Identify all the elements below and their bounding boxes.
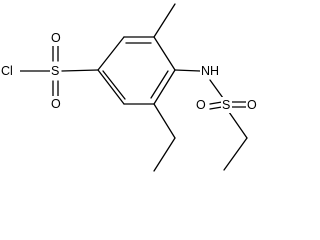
- ring-double-bond-inner-left: [102, 70, 126, 100]
- oxygen-atom-label-top: O: [51, 31, 61, 45]
- ring-bond-4: [153, 69, 176, 105]
- chemical-structure-diagram: Cl S O O NH S O O: [0, 3, 258, 172]
- benzene-ring: [97, 36, 176, 105]
- methyl-bond: [153, 3, 176, 38]
- sulfur-oxygen-left-bond-b: [209, 106, 223, 110]
- oxygen-atom-label-left: O: [196, 98, 206, 112]
- oxygen-atom-label-right: O: [247, 98, 257, 112]
- oxygen-atom-label-bottom: O: [51, 97, 61, 111]
- ethyl-bond-1: [153, 103, 176, 139]
- sulfur-ethyl-bond: [228, 111, 248, 139]
- ring-to-sulfur-bond: [61, 69, 99, 72]
- ring-bond-3: [153, 36, 176, 71]
- nitrogen-sulfur-bond: [209, 79, 224, 99]
- ethanesulfonamide-group: NH S O O: [174, 63, 258, 171]
- sulfonyl-chloride-group: Cl S O O: [0, 30, 99, 112]
- sulfur-atom-label-left: S: [51, 64, 59, 78]
- ethyl-bond-2: [153, 137, 176, 172]
- sulfonyl-ethyl-bond-2: [223, 137, 248, 171]
- ring-bond-6: [97, 69, 125, 105]
- chlorine-atom-label: Cl: [1, 64, 13, 78]
- sulfur-atom-label-right: S: [222, 98, 230, 112]
- ring-to-nitrogen-bond: [174, 69, 201, 72]
- amine-nh-label: NH: [201, 64, 219, 78]
- sulfur-oxygen-left-bond-a: [209, 101, 223, 105]
- ring-double-bond-inner-right: [150, 70, 169, 99]
- ring-bond-1: [97, 36, 125, 71]
